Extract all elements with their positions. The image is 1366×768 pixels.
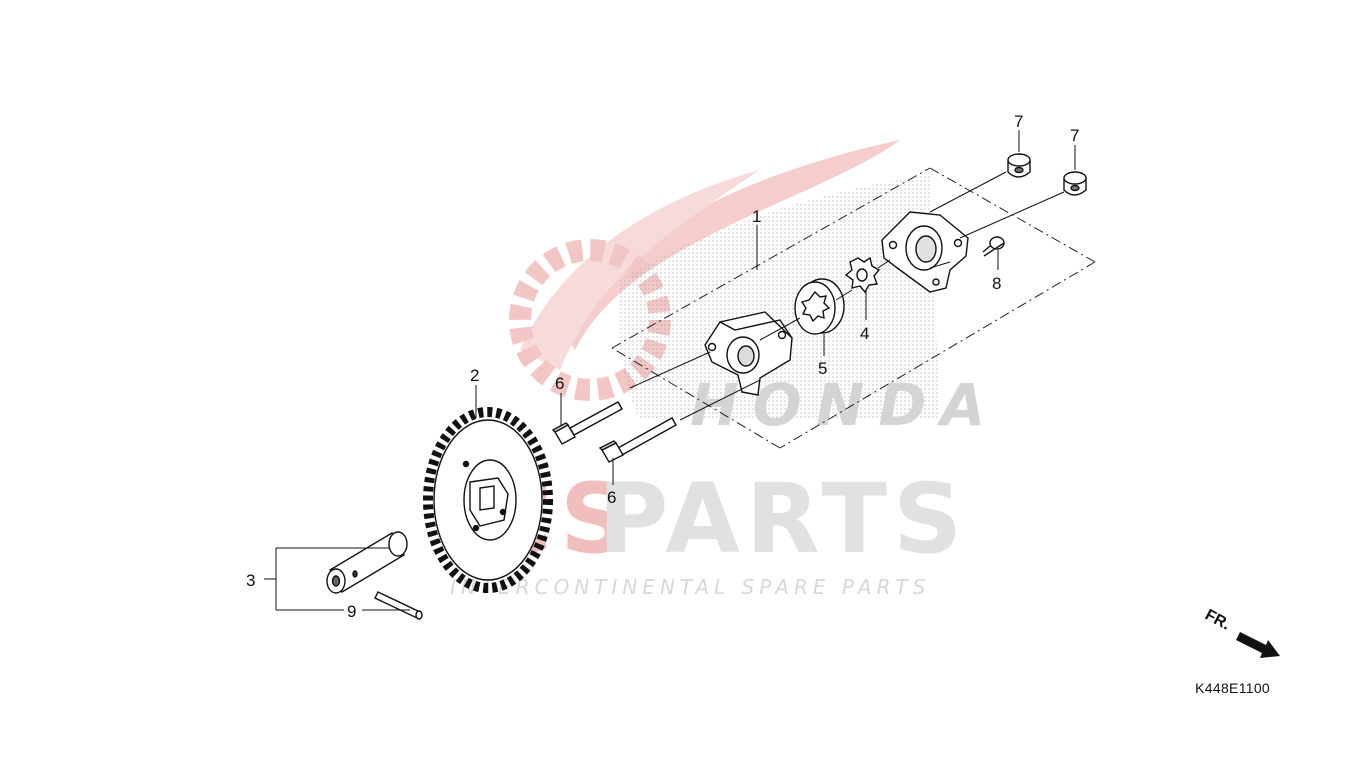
shaft-pin [374, 591, 423, 620]
callout-3: 3 [246, 571, 255, 590]
bolt-upper [551, 401, 623, 445]
callout-6-upper: 6 [555, 374, 564, 393]
callout-7-right: 7 [1070, 126, 1079, 145]
leader-lines [264, 130, 1076, 611]
diagram-code: K448E1100 [1195, 680, 1270, 696]
callout-8: 8 [992, 274, 1001, 293]
callouts: 1 2 3 4 5 6 6 7 7 8 9 [246, 112, 1079, 621]
watermark: HONDA ICS PARTS INTERCONTINENTAL SPARE P… [440, 140, 999, 599]
watermark-tagline: INTERCONTINENTAL SPARE PARTS [450, 575, 930, 599]
front-label: FR. [1202, 607, 1233, 634]
callout-2: 2 [470, 366, 479, 385]
pump-body [704, 311, 793, 396]
outer-rotor [794, 278, 845, 335]
watermark-wing-red [560, 140, 900, 350]
dowel-pin-b [1063, 171, 1087, 196]
front-arrow-icon [1236, 632, 1280, 658]
inner-rotor [844, 256, 881, 294]
callout-4: 4 [860, 324, 869, 343]
callout-5: 5 [818, 359, 827, 378]
watermark-wing-red-2 [520, 170, 760, 370]
screw [982, 236, 1005, 257]
driven-gear [423, 407, 553, 593]
callout-7-left: 7 [1014, 112, 1023, 131]
dowel-pin-a [1007, 153, 1031, 178]
watermark-brand: PARTS [598, 463, 968, 575]
callout-1: 1 [752, 207, 761, 226]
front-direction-indicator: FR. [1202, 607, 1280, 658]
watermark-dots-wing [618, 175, 940, 420]
callout-9: 9 [347, 602, 356, 621]
pump-shaft [326, 531, 408, 594]
watermark-honda: HONDA [690, 371, 999, 439]
callout-6-lower: 6 [607, 488, 616, 507]
pump-cover [881, 211, 969, 293]
bolt-lower [598, 417, 677, 463]
